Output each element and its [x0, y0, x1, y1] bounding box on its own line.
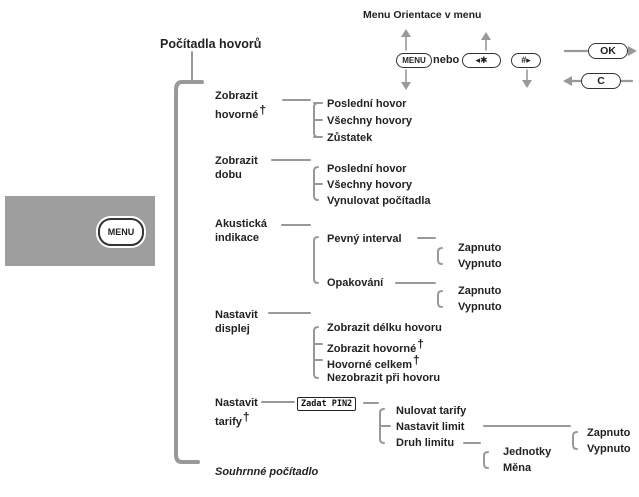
arrow-head: [628, 46, 637, 56]
pin2-stamp: Zadat PIN2: [297, 397, 357, 411]
submenu-total-cost: Hovorné celkem†: [327, 353, 420, 372]
menu-item-3-line-1: Akustická: [215, 218, 267, 230]
repeat-bracket: [437, 290, 443, 308]
submenu-fixed-interval: Pevný interval: [327, 233, 402, 245]
interval-bracket: [437, 247, 443, 265]
menu-item-1-line-1: Zobrazit: [215, 90, 258, 102]
arrow-head: [401, 82, 411, 90]
dagger-mark: †: [242, 410, 250, 424]
c-key: C: [581, 73, 621, 89]
submenu-last-call-cost: Poslední hovor: [327, 98, 407, 110]
arrow-head: [522, 80, 532, 88]
menu-item-4-line-1: Nastavit: [215, 309, 258, 321]
submenu-all-calls-time: Všechny hovory: [327, 179, 412, 191]
dagger-mark: †: [417, 337, 424, 351]
limit-bracket: [572, 431, 578, 450]
menu-key: MENU: [396, 53, 432, 68]
main-bracket: [174, 80, 200, 464]
legend-or-word: nebo: [433, 54, 460, 66]
option-on: Zapnuto: [458, 242, 502, 254]
type-option-currency: Měna: [503, 462, 532, 474]
submenu-limit-type: Druh limitu: [396, 437, 455, 449]
star-key: ◂✱: [462, 53, 501, 68]
submenu-show-call-length: Zobrazit délku hovoru: [327, 322, 442, 334]
item4-bracket: [313, 326, 319, 379]
limit-option-off: Vypnuto: [587, 443, 631, 455]
root-title: Počítadla hovorů: [160, 37, 262, 51]
type-option-units: Jednotky: [503, 446, 552, 458]
menu-item-2-line-2: dobu: [215, 169, 242, 181]
option-off: Vypnuto: [458, 301, 502, 313]
dagger-mark: †: [412, 353, 420, 367]
menu-item-1-line-2: hovorné†: [215, 103, 267, 122]
submenu-reset-tariffs: Nulovat tarify: [396, 405, 467, 417]
submenu-all-calls-cost: Všechny hovory: [327, 115, 412, 127]
submenu-show-call-cost: Zobrazit hovorné†: [327, 337, 424, 356]
dagger-mark: †: [259, 103, 267, 117]
legend-title: Menu Orientace v menu: [363, 9, 482, 21]
menu-item-6: Souhrnné počítadlo: [215, 466, 319, 478]
arrow-head: [563, 76, 572, 86]
submenu-repeat: Opakování: [327, 277, 384, 289]
arrow-head: [481, 32, 491, 40]
limit-option-on: Zapnuto: [587, 427, 631, 439]
submenu-balance: Zůstatek: [327, 132, 373, 144]
menu-item-4-line-2: displej: [215, 323, 250, 335]
menu-item-3-line-2: indikace: [215, 232, 260, 244]
submenu-hide-during-call: Nezobrazit při hovoru: [327, 372, 441, 384]
type-bracket: [483, 451, 489, 469]
ok-key: OK: [588, 43, 628, 59]
option-off: Vypnuto: [458, 258, 502, 270]
menu-item-5-line-1: Nastavit: [215, 397, 258, 409]
menu-item-5-line-2: tarify†: [215, 410, 250, 429]
hash-key: #▸: [511, 53, 541, 68]
arrow-head: [401, 29, 411, 37]
item3-bracket: [313, 236, 319, 284]
phone-menu-button: MENU: [98, 218, 144, 246]
option-on: Zapnuto: [458, 285, 502, 297]
submenu-set-limit: Nastavit limit: [396, 421, 465, 433]
menu-item-2-line-1: Zobrazit: [215, 155, 258, 167]
submenu-reset-counters: Vynulovat počítadla: [327, 195, 431, 207]
submenu-last-call-time: Poslední hovor: [327, 163, 407, 175]
